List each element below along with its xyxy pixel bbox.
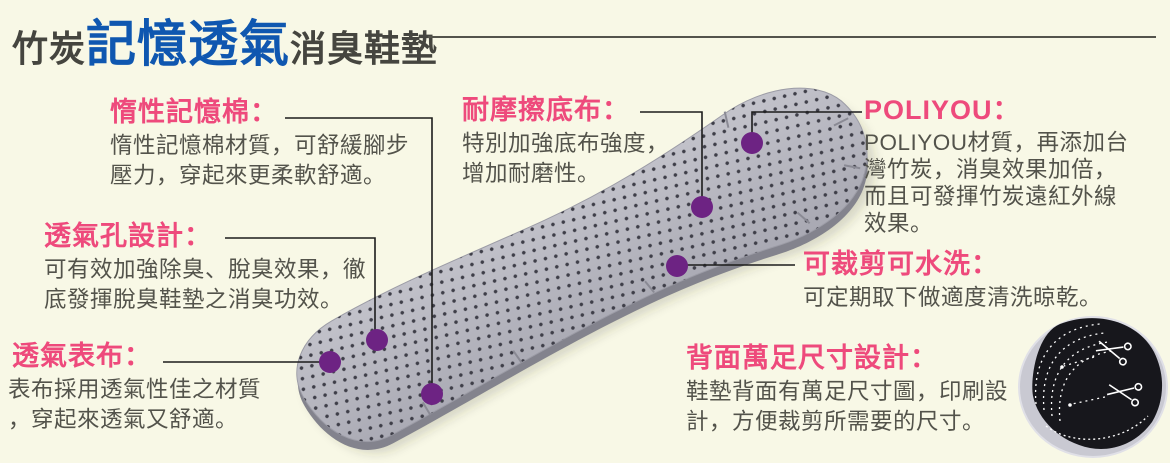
cut-line-end-dot <box>1060 365 1064 369</box>
insole-back-size-badge <box>1018 316 1168 458</box>
callout-body: 表布採用透氣性佳之材質 ，穿起來透氣又舒適。 <box>8 377 262 432</box>
callout-cut-washable: 可裁剪可水洗： 可定期取下做適度清洗晾乾。 <box>803 249 1143 313</box>
callout-heading: 可裁剪可水洗： <box>803 249 999 279</box>
marker-vent-holes <box>366 329 388 351</box>
callout-back-size-print: 背面萬足尺寸設計： 鞋墊背面有萬足尺寸圖，印刷設 計，方便裁剪所需要的尺寸。 <box>686 343 1016 437</box>
callout-breathable-top-fabric: 透氣表布： 表布採用透氣性佳之材質 ，穿起來透氣又舒適。 <box>8 341 298 435</box>
badge-black-print-area <box>1032 318 1163 449</box>
title-rule <box>428 36 1156 38</box>
insole-perforations <box>296 88 867 442</box>
cut-line-end-dot <box>1068 403 1072 407</box>
callout-abrasion-bottom-fabric: 耐摩擦底布： 特別加強底布強度， 增加耐磨性。 <box>462 95 712 189</box>
callout-heading: 耐摩擦底布： <box>462 95 630 125</box>
callout-body: 可定期取下做適度清洗晾乾。 <box>803 285 1103 310</box>
callout-body: 惰性記憶棉材質，可舒緩腳步 壓力，穿起來更柔軟舒適。 <box>110 133 410 188</box>
connector-memory-foam <box>285 117 433 394</box>
page-title: 竹炭記憶透氣消臭鞋墊 <box>12 4 438 76</box>
callout-body: POLIYOU材質，再添加台 灣竹炭，消臭效果加倍， 而且可發揮竹炭遠紅外線 效… <box>864 130 1129 236</box>
callout-heading: 透氣孔設計： <box>44 221 212 251</box>
callout-body: 特別加強底布強度， 增加耐磨性。 <box>462 131 670 186</box>
callout-heading: POLIYOU： <box>864 95 1021 125</box>
title-prefix: 竹炭 <box>12 28 87 69</box>
callout-heading: 惰性記憶棉： <box>110 97 278 127</box>
marker-poliyou <box>741 132 763 154</box>
callout-memory-foam: 惰性記憶棉： 惰性記憶棉材質，可舒緩腳步 壓力，穿起來更柔軟舒適。 <box>110 97 455 191</box>
connector-abrasion <box>640 111 703 207</box>
marker-washable <box>666 255 688 277</box>
callout-poliyou: POLIYOU： POLIYOU材質，再添加台 灣竹炭，消臭效果加倍， 而且可發… <box>864 95 1164 237</box>
marker-abrasion <box>691 196 713 218</box>
insole-image <box>296 87 876 453</box>
feature-markers <box>319 132 763 405</box>
size-chart-dotted-lines <box>1034 323 1149 440</box>
callout-body: 鞋墊背面有萬足尺寸圖，印刷設 計，方便裁剪所需要的尺寸。 <box>686 379 1009 434</box>
callout-heading: 透氣表布： <box>12 341 152 371</box>
title-suffix: 消臭鞋墊 <box>290 28 439 69</box>
title-highlight: 記憶透氣 <box>86 16 291 72</box>
callout-body: 可有效加強除臭、脫臭效果，徹 底發揮脫臭鞋墊之消臭功效。 <box>44 257 367 312</box>
callout-heading: 背面萬足尺寸設計： <box>686 343 938 373</box>
marker-memory-foam <box>421 383 443 405</box>
insole-trim-notches <box>421 111 861 416</box>
marker-top-fabric <box>319 351 341 373</box>
callout-vent-holes: 透氣孔設計： 可有效加強除臭、脫臭效果，徹 底發揮脫臭鞋墊之消臭功效。 <box>44 221 394 315</box>
connector-vent-holes <box>225 237 376 340</box>
